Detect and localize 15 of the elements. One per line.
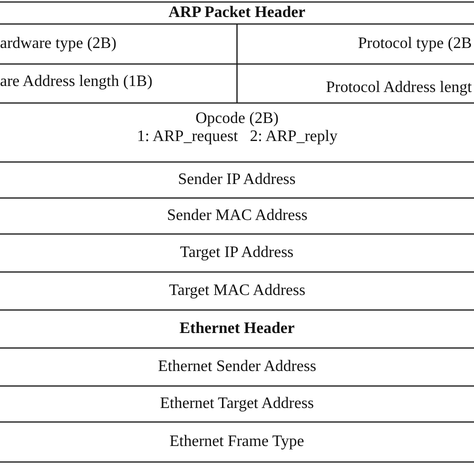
cell-text: are Address length (1B)	[0, 73, 152, 91]
table-heading: ARP Packet Header	[168, 4, 306, 22]
cell-text: Sender IP Address	[178, 171, 296, 189]
cell-text: Sender MAC Address	[167, 207, 308, 225]
cell-text: 1: ARP_request 2: ARP_reply	[137, 128, 338, 146]
cell-text: Protocol Address lengt	[326, 79, 472, 97]
cell-text: ardware type (2B)	[0, 35, 116, 53]
cell-text: Target MAC Address	[169, 282, 306, 300]
cell-text: Ethernet Target Address	[160, 395, 314, 413]
table-heading: Ethernet Header	[180, 320, 295, 338]
cell-text: Ethernet Frame Type	[170, 433, 304, 451]
cell-text: Protocol type (2B	[358, 35, 472, 53]
cell-text: Opcode (2B)	[196, 110, 279, 128]
cell-text: Ethernet Sender Address	[158, 358, 316, 376]
cell-text: Target IP Address	[180, 244, 294, 262]
